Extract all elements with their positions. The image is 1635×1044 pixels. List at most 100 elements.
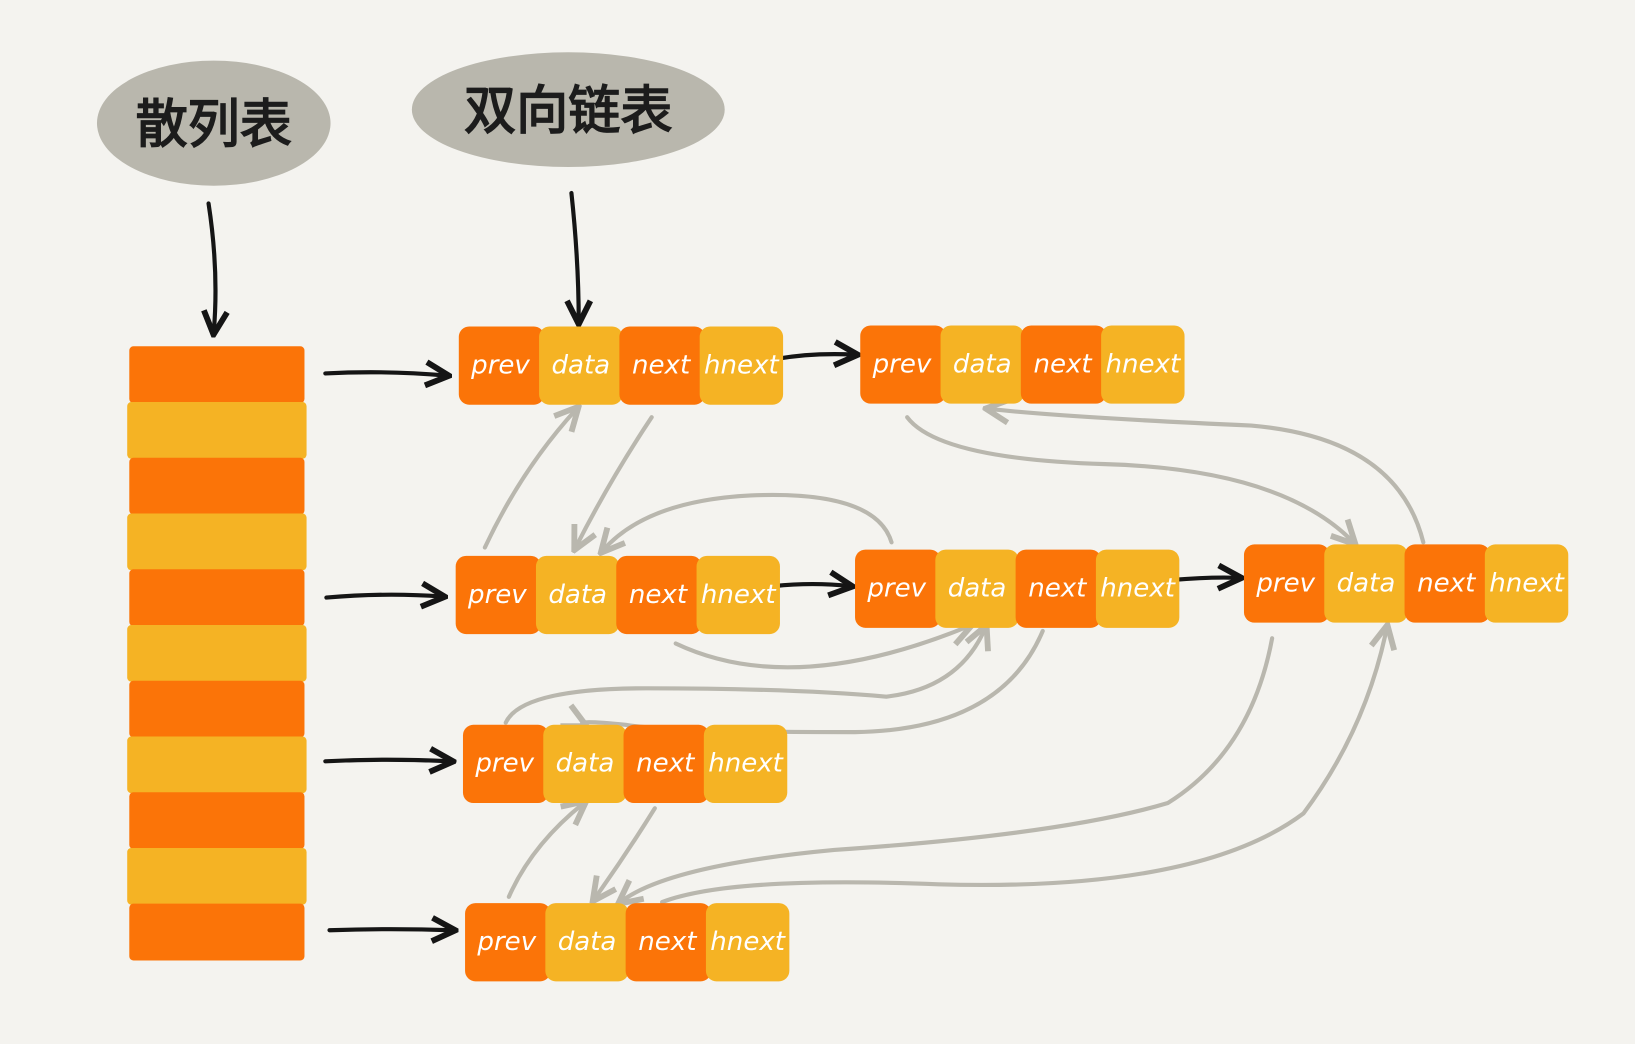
node-cell-label: prev bbox=[866, 574, 926, 604]
pointer-arrow bbox=[506, 803, 584, 899]
pointer-arrow bbox=[576, 415, 654, 547]
hash-table-slot bbox=[129, 680, 305, 738]
node-cell-data bbox=[1324, 544, 1408, 623]
bucket-arrow bbox=[324, 595, 442, 598]
pointer-arrow bbox=[989, 409, 1426, 545]
node-cell-hnext bbox=[1484, 544, 1569, 623]
node-cell-hnext bbox=[699, 326, 784, 405]
node-cell-next bbox=[616, 555, 702, 635]
node-cell-label: data bbox=[1337, 568, 1396, 598]
hash-table-slot bbox=[127, 847, 307, 905]
node-cell-prev bbox=[462, 724, 549, 804]
node-cell-hnext bbox=[703, 724, 788, 804]
node-cell-label: prev bbox=[470, 350, 530, 380]
pointer-arrow bbox=[660, 628, 1387, 905]
node-cell-next bbox=[625, 903, 712, 982]
node-cell-label: hnext bbox=[1489, 568, 1565, 598]
node-cell-data bbox=[940, 325, 1024, 404]
pointer-arrow bbox=[905, 415, 1353, 542]
node-cell-label: hnext bbox=[701, 580, 777, 610]
node-cell-label: next bbox=[629, 580, 689, 610]
node-cell-label: next bbox=[638, 927, 698, 957]
list-node: prev data next hnext bbox=[455, 555, 780, 635]
node-cell-label: data bbox=[953, 349, 1012, 379]
node-cell-label: hnext bbox=[708, 749, 784, 779]
node-cell-label: data bbox=[948, 574, 1007, 604]
hnext-arrow bbox=[771, 584, 850, 586]
node-cell-label: prev bbox=[476, 927, 536, 957]
hnext-arrow bbox=[1170, 578, 1239, 580]
node-cell-label: next bbox=[1033, 349, 1093, 379]
list-node: prev data next hnext bbox=[860, 325, 1185, 404]
node-cell-prev bbox=[465, 903, 551, 982]
node-cell-label: data bbox=[558, 927, 617, 957]
node-cell-data bbox=[539, 326, 623, 405]
hash-table-slot bbox=[127, 624, 307, 682]
node-cell-prev bbox=[458, 326, 545, 405]
node-cell-label: next bbox=[1417, 568, 1477, 598]
hash-table-slot bbox=[129, 903, 305, 961]
node-cell-label: prev bbox=[467, 580, 527, 610]
list-node: prev data next hnext bbox=[855, 549, 1180, 628]
hash-table-slot bbox=[129, 346, 305, 404]
list-node: prev data next hnext bbox=[1243, 544, 1569, 623]
node-cell-data bbox=[935, 549, 1019, 628]
prev-next-pointers bbox=[482, 409, 1426, 905]
node-cell-prev bbox=[455, 555, 542, 635]
hnext-arrow bbox=[774, 354, 855, 359]
node-cell-label: next bbox=[632, 350, 692, 380]
pointer-arrow bbox=[482, 409, 577, 550]
node-cell-label: prev bbox=[1255, 568, 1315, 598]
node-cell-data bbox=[543, 724, 627, 804]
node-cell-label: data bbox=[551, 350, 610, 380]
node-cell-label: prev bbox=[474, 749, 534, 779]
node-cell-next bbox=[1020, 325, 1107, 404]
arrow-list-label-to-node bbox=[571, 190, 578, 321]
pointer-arrow bbox=[594, 806, 657, 899]
node-cell-prev bbox=[855, 549, 941, 628]
hash-table-slot bbox=[129, 792, 305, 849]
node-cell-hnext bbox=[1095, 549, 1180, 628]
pointer-arrow bbox=[620, 636, 1275, 902]
node-cell-label: data bbox=[556, 749, 615, 779]
hash-table-slot bbox=[129, 457, 305, 515]
arrow-hash-label-to-table bbox=[209, 201, 216, 331]
node-cell-data bbox=[545, 903, 629, 982]
hash-table-slot bbox=[129, 569, 305, 627]
black-arrows bbox=[209, 190, 1239, 930]
pointer-arrow bbox=[503, 628, 986, 725]
node-cell-label: hnext bbox=[710, 927, 786, 957]
node-cell-next bbox=[1015, 549, 1102, 628]
node-cell-next bbox=[619, 326, 705, 405]
node-cell-next bbox=[1404, 544, 1491, 623]
node-cell-label: next bbox=[636, 749, 696, 779]
hash-table bbox=[127, 346, 307, 961]
label-bubble-hash-table: 散列表 bbox=[96, 60, 331, 186]
hash-table-slot bbox=[127, 513, 307, 571]
pointer-arrow bbox=[603, 492, 894, 551]
list-node: prev data next hnext bbox=[462, 724, 788, 804]
bucket-arrow bbox=[327, 929, 453, 930]
node-cell-label: hnext bbox=[1105, 349, 1181, 379]
node-cell-hnext bbox=[1101, 325, 1185, 404]
node-cell-label: prev bbox=[872, 349, 932, 379]
node-cell-prev bbox=[860, 325, 946, 404]
linked-list-label: 双向链表 bbox=[464, 81, 673, 141]
node-cell-prev bbox=[1243, 544, 1330, 623]
bucket-arrow bbox=[323, 760, 450, 762]
hash-table-slot bbox=[127, 402, 307, 459]
node-cell-hnext bbox=[696, 555, 780, 635]
node-cell-label: data bbox=[548, 580, 607, 610]
node-cell-label: hnext bbox=[1100, 574, 1176, 604]
node-cell-next bbox=[623, 724, 710, 804]
bucket-arrow bbox=[323, 372, 446, 375]
node-cell-label: next bbox=[1028, 574, 1088, 604]
node-cell-label: hnext bbox=[704, 350, 780, 380]
label-bubble-linked-list: 双向链表 bbox=[411, 52, 725, 167]
hash-table-slot bbox=[127, 736, 307, 794]
list-node: prev data next hnext bbox=[465, 903, 790, 982]
pointer-arrow bbox=[673, 626, 970, 670]
hash-table-label: 散列表 bbox=[136, 95, 292, 155]
